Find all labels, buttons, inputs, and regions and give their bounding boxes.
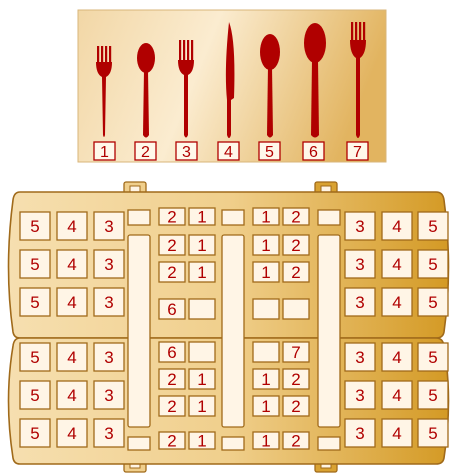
left-cell-r0-c2-label: 3 — [104, 217, 113, 236]
legend-panel: 1 2 3 4 5 6 7 — [78, 10, 386, 162]
left-cell-r5-c0-label: 5 — [30, 424, 39, 443]
pair-a-cell-r1-c1-label: 1 — [197, 236, 206, 255]
left-cell-r5-c1-label: 4 — [67, 424, 76, 443]
pair-b-cell-r2-c1-label: 2 — [291, 263, 300, 282]
pair-b-cell-r0-c1-label: 2 — [291, 208, 300, 227]
pair-a-cell-r1-c0-label: 2 — [167, 236, 176, 255]
left-cell-r4-c2-label: 3 — [104, 386, 113, 405]
left-cell-r5-c2-label: 3 — [104, 424, 113, 443]
short-slot-bottom-center — [222, 437, 244, 450]
pair-b-cell-r6-c0-label: 1 — [261, 397, 270, 416]
right-cell-r4-c2-label: 5 — [428, 386, 437, 405]
right-cell-r3-c2-label: 5 — [428, 348, 437, 367]
right-cell-r5-c0-label: 3 — [355, 424, 364, 443]
pair-b-cell-r7-c1-label: 2 — [291, 432, 300, 451]
right-cell-r0-c2-label: 5 — [428, 217, 437, 236]
pair-b-cell-r3-c1-box — [283, 299, 309, 319]
left-cell-r2-c1-label: 4 — [67, 293, 76, 312]
right-cell-r0-c0-label: 3 — [355, 217, 364, 236]
short-slot-top-right — [318, 210, 340, 225]
right-cell-r4-c1-label: 4 — [392, 386, 401, 405]
left-cell-r0-c1-label: 4 — [67, 217, 76, 236]
right-cell-r5-c1-label: 4 — [392, 424, 401, 443]
pair-a-cell-r4-c1-box — [189, 342, 215, 362]
right-cell-r5-c2-label: 5 — [428, 424, 437, 443]
right-cell-r0-c1-label: 4 — [392, 217, 401, 236]
left-cell-r4-c1-label: 4 — [67, 386, 76, 405]
pair-b-cell-r6-c1-label: 2 — [291, 397, 300, 416]
long-slot-right — [318, 235, 340, 427]
pair-b-cell-r5-c1-label: 2 — [291, 370, 300, 389]
left-cell-r3-c2-label: 3 — [104, 348, 113, 367]
short-slot-top-left — [128, 210, 150, 225]
pair-a-cell-r2-c0-label: 2 — [167, 263, 176, 282]
short-slot-bottom-left — [128, 437, 150, 450]
pair-a-cell-r6-c0-label: 2 — [167, 397, 176, 416]
left-cell-r3-c1-label: 4 — [67, 348, 76, 367]
left-cell-r4-c0-label: 5 — [30, 386, 39, 405]
pair-a-cell-r3-c0-label: 6 — [167, 300, 176, 319]
left-cell-r3-c0-label: 5 — [30, 348, 39, 367]
legend-label-2: 2 — [141, 144, 150, 161]
right-cell-r3-c1-label: 4 — [392, 348, 401, 367]
legend-label-5: 5 — [265, 144, 274, 161]
left-cell-r2-c2-label: 3 — [104, 293, 113, 312]
pair-a-cell-r7-c0-label: 2 — [167, 432, 176, 451]
long-slot-left — [128, 235, 150, 427]
pair-a-cell-r4-c0-label: 6 — [167, 343, 176, 362]
pair-a-cell-r6-c1-label: 1 — [197, 397, 206, 416]
pair-b-cell-r5-c0-label: 1 — [261, 370, 270, 389]
right-cell-r4-c0-label: 3 — [355, 386, 364, 405]
pair-b-cell-r3-c0-box — [253, 299, 279, 319]
pair-b-cell-r4-c1-label: 7 — [291, 343, 300, 362]
pair-a-cell-r7-c1-label: 1 — [197, 432, 206, 451]
legend-label-1: 1 — [100, 144, 109, 161]
right-cell-r2-c2-label: 5 — [428, 293, 437, 312]
right-cell-r1-c0-label: 3 — [355, 255, 364, 274]
right-cell-r1-c2-label: 5 — [428, 255, 437, 274]
right-cell-r2-c0-label: 3 — [355, 293, 364, 312]
pair-a-cell-r5-c1-label: 1 — [197, 370, 206, 389]
right-cell-r1-c1-label: 4 — [392, 255, 401, 274]
left-cell-r0-c0-label: 5 — [30, 217, 39, 236]
pair-a-cell-r0-c1-label: 1 — [197, 208, 206, 227]
left-cell-r1-c0-label: 5 — [30, 255, 39, 274]
pair-b-cell-r1-c1-label: 2 — [291, 236, 300, 255]
pair-b-cell-r7-c0-label: 1 — [261, 432, 270, 451]
pair-b-cell-r0-c0-label: 1 — [261, 208, 270, 227]
short-slot-bottom-right — [318, 437, 340, 450]
left-cell-r2-c0-label: 5 — [30, 293, 39, 312]
legend-label-4: 4 — [224, 144, 233, 161]
legend-label-7: 7 — [353, 144, 362, 161]
long-slot-center — [222, 235, 244, 427]
pair-a-cell-r5-c0-label: 2 — [167, 370, 176, 389]
right-cell-r3-c0-label: 3 — [355, 348, 364, 367]
pair-a-cell-r3-c1-box — [189, 299, 215, 319]
right-cell-r2-c1-label: 4 — [392, 293, 401, 312]
legend-label-6: 6 — [309, 144, 318, 161]
legend-label-3: 3 — [182, 144, 191, 161]
pair-a-cell-r2-c1-label: 1 — [197, 263, 206, 282]
pair-a-cell-r0-c0-label: 2 — [167, 208, 176, 227]
pair-b-cell-r2-c0-label: 1 — [261, 263, 270, 282]
cutlery-tray: 5 4 3 3 4 5 5 4 3 3 4 5 5 4 3 3 4 5 5 4 3 3 4 5 5 4 3 3 4 5 5 4 3 3 4 5 2 1 1 2… — [9, 182, 449, 472]
short-slot-top-center — [222, 210, 244, 225]
pair-b-cell-r1-c0-label: 1 — [261, 236, 270, 255]
pair-b-cell-r4-c0-box — [253, 342, 279, 362]
left-cell-r1-c1-label: 4 — [67, 255, 76, 274]
left-cell-r1-c2-label: 3 — [104, 255, 113, 274]
